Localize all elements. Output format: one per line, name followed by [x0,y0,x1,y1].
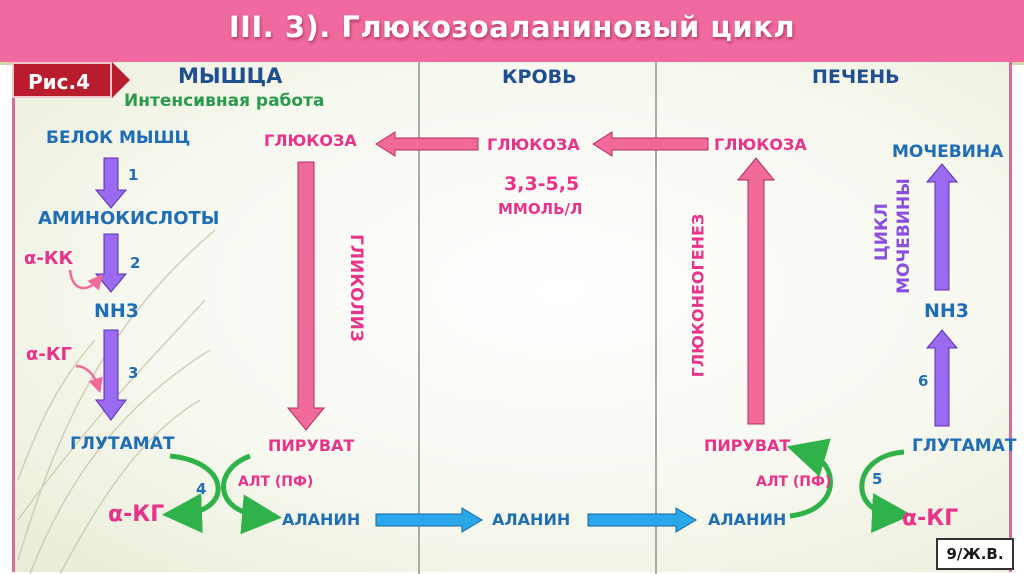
content-area [12,62,1012,572]
arrow-glucose-to-muscle [375,131,479,157]
step-3: 3 [128,364,139,382]
liver-pyruvate: ПИРУВАТ [704,436,791,455]
liver-alpha-kg: α-КГ [902,506,959,531]
muscle-glutamate: ГЛУТАМАТ [70,434,175,454]
arrow-glycolysis [286,161,326,431]
blood-glucose-value: 3,3-5,5 [504,173,580,195]
divider-right [655,62,657,574]
muscle-nh3: NH3 [94,300,140,322]
muscle-glucose: ГЛЮКОЗА [264,131,357,150]
step-4: 4 [196,480,207,498]
arrow-glucose-to-blood [592,131,709,157]
arrow-green-muscle-1 [162,453,221,534]
step-1: 1 [128,166,139,184]
slide-title: III. 3). Глюкозоаланиновый цикл [228,10,796,44]
column-liver: ПЕЧЕНЬ [812,66,900,88]
step-6: 6 [918,372,929,390]
liver-urea: МОЧЕВИНА [892,142,1004,162]
column-blood: КРОВЬ [502,66,577,88]
alpha-kg-in: α-КГ [26,344,73,365]
amino-acids: АМИНОКИСЛОТЫ [38,208,220,229]
arrow-green-muscle-2 [221,453,282,535]
divider-left [418,62,420,574]
arrow-alanine-blood-to-liver [587,507,697,533]
column-muscle-subtitle: Интенсивная работа [124,91,325,111]
muscle-alt: АЛТ (ПФ) [238,474,314,490]
step-2: 2 [130,254,141,272]
alpha-kg-out: α-КГ [108,502,165,527]
glycolysis-label: ГЛИКОЛИЗ [345,234,366,342]
blood-alanine: АЛАНИН [492,510,571,529]
figure-label: Рис.4 [12,62,112,98]
arrow-step3 [95,329,127,421]
arrow-step6 [925,329,959,427]
liver-glucose: ГЛЮКОЗА [714,135,807,154]
liver-nh3: NH3 [924,300,970,322]
arrow-green-liver-1 [786,438,833,519]
urea-cycle-line2: МОЧЕВИНЫ [893,178,914,294]
muscle-pyruvate: ПИРУВАТ [268,436,355,455]
gluconeogenesis-label: ГЛЮКОНЕОГЕНЕЗ [688,213,708,378]
arrow-green-liver-2 [859,449,912,533]
arrow-gluconeogenesis [736,157,776,425]
arrow-alanine-muscle-to-blood [375,507,483,533]
muscle-protein: БЕЛОК МЫШЦ [46,128,191,148]
blood-glucose: ГЛЮКОЗА [487,135,580,154]
page-reference: 9/Ж.В. [936,538,1014,570]
liver-alt: АЛТ (ПФ) [756,474,832,490]
column-muscle: МЫШЦА [178,64,283,88]
blood-glucose-unit: ММОЛЬ/Л [498,200,583,218]
liver-glutamate: ГЛУТАМАТ [912,436,1017,456]
arrow-akg-curve [75,364,103,394]
muscle-alanine: АЛАНИН [282,510,361,529]
figure-label-tip [112,62,130,98]
arrow-akk-curve [68,269,103,291]
step-5: 5 [872,470,883,488]
liver-alanine: АЛАНИН [708,510,787,529]
urea-cycle-line1: ЦИКЛ [872,202,893,262]
arrow-urea-cycle [925,163,959,291]
arrow-step2 [94,233,128,293]
alpha-keto-acid: α-КК [24,248,74,269]
arrow-step1 [94,157,128,209]
